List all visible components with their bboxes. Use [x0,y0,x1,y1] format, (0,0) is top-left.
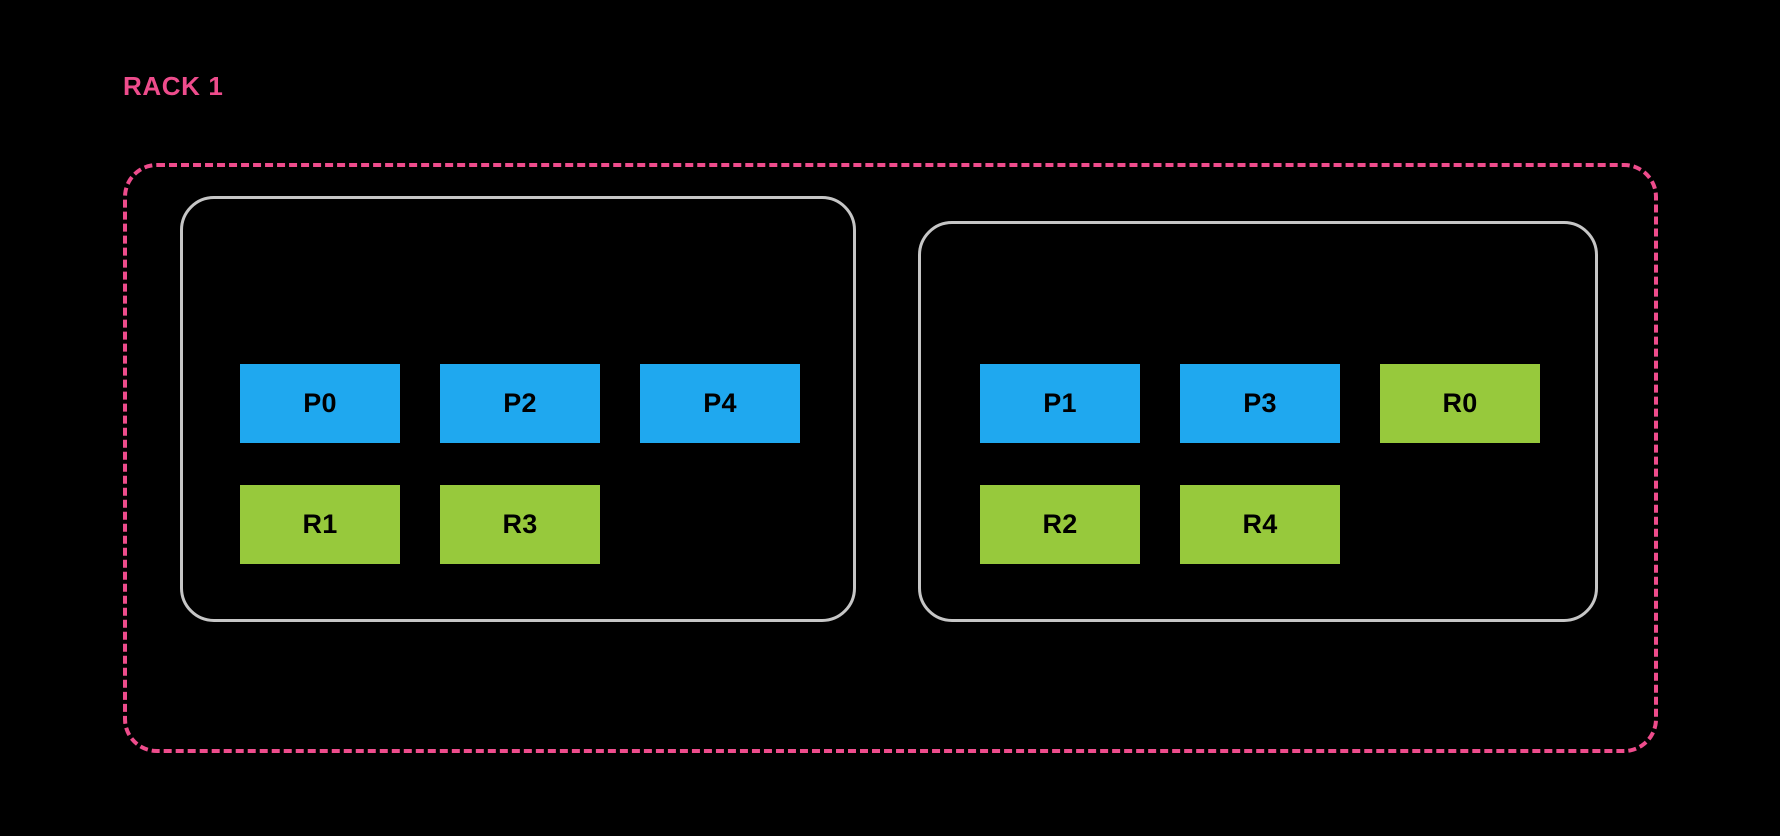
rack-label: RACK 1 [123,71,224,101]
rack-boundary [123,163,1658,753]
unit-r0[interactable]: R0 [1380,364,1540,443]
unit-r3[interactable]: R3 [440,485,600,564]
unit-p0[interactable]: P0 [240,364,400,443]
unit-p3[interactable]: P3 [1180,364,1340,443]
unit-p4[interactable]: P4 [640,364,800,443]
unit-p2[interactable]: P2 [440,364,600,443]
host-container-left [180,196,856,622]
host-container-right [918,221,1598,622]
unit-p1[interactable]: P1 [980,364,1140,443]
unit-r1[interactable]: R1 [240,485,400,564]
unit-r4[interactable]: R4 [1180,485,1340,564]
unit-r2[interactable]: R2 [980,485,1140,564]
